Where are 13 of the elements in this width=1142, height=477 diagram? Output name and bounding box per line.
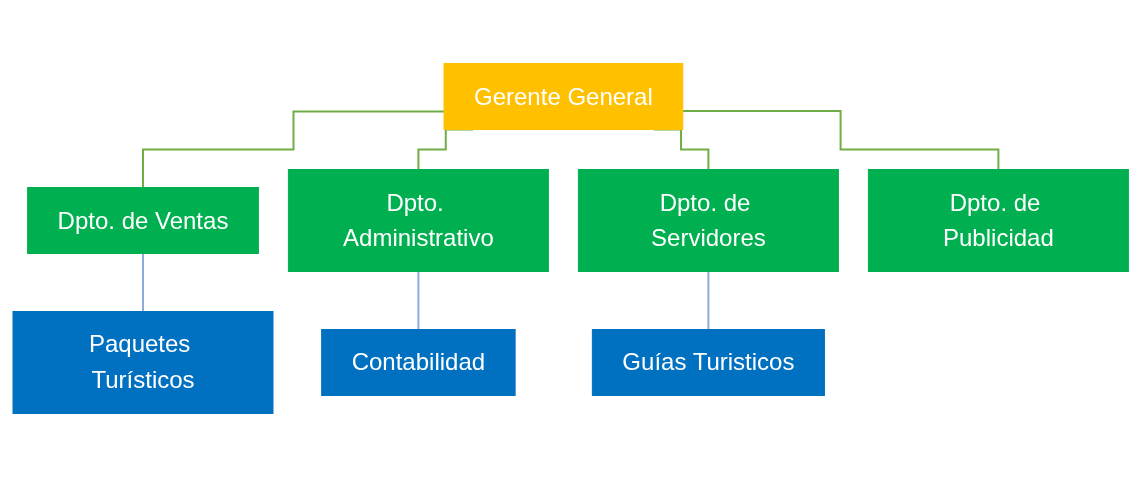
node-box: Guías Turisticos [592,329,826,396]
node-box: Dpto. Administrativo [288,169,550,272]
node-box: Contabilidad [321,329,516,396]
node-box: Dpto. de Ventas [27,187,260,254]
connector [707,270,710,331]
node-box: Dpto. de Publicidad [868,169,1130,272]
node-box: Dpto. de Servidores [578,169,840,272]
connector [142,110,446,189]
connector [682,110,1000,171]
connector [417,270,420,331]
connector [142,252,145,313]
node-box: Paquetes Turísticos [12,311,274,414]
node-box: Gerente General [443,63,684,130]
